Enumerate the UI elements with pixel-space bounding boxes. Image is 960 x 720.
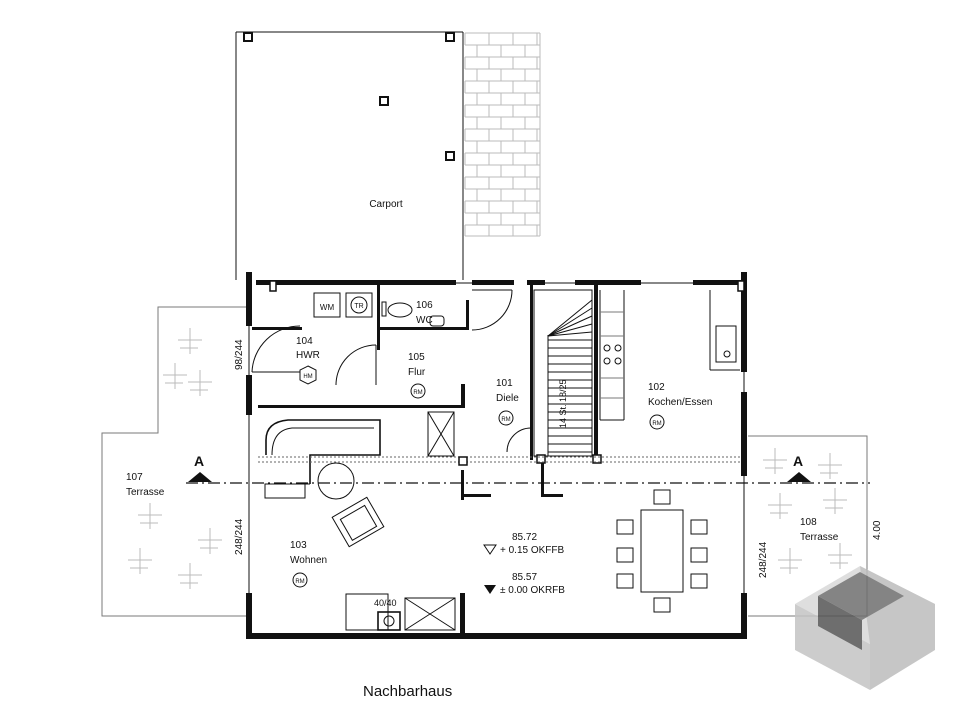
smoke-detector-icon — [649, 414, 665, 430]
dim-left-top: 98/244 — [234, 339, 245, 370]
level-okrfb-value: 85.57 — [512, 572, 537, 583]
smoke-detector-icon — [498, 410, 514, 426]
dining-table — [616, 489, 708, 613]
level-okrfb-label: ± 0.00 OKRFB — [500, 585, 565, 596]
carport-post — [445, 151, 455, 161]
dim-right-bottom: 248/244 — [758, 541, 769, 578]
section-line: A A — [186, 453, 870, 484]
interior-walls — [252, 283, 598, 500]
room-number-108: 108 — [800, 517, 817, 528]
room-number-101: 101 — [496, 378, 513, 389]
chimney-size: 40/40 — [374, 598, 397, 608]
tumble-dryer — [345, 292, 373, 318]
room-104: WM TR 104 HWR HM — [296, 292, 373, 385]
tumble-dryer-label: TR — [354, 303, 363, 310]
room-number-106: 106 — [416, 300, 433, 311]
watermark-logo — [795, 566, 935, 690]
room-number-107: 107 — [126, 472, 143, 483]
level-okffb-label: + 0.15 OKFFB — [500, 545, 565, 556]
svg-text:RM: RM — [501, 417, 510, 423]
room-name-108: Terrasse — [800, 532, 839, 543]
room-103: 103 Wohnen RM 40/40 — [264, 411, 456, 631]
svg-text:RM: RM — [652, 421, 661, 427]
room-name-103: Wohnen — [290, 555, 327, 566]
terrace-107: 107 Terrasse — [101, 306, 247, 617]
room-name-104: HWR — [296, 350, 320, 361]
room-106: 106 WC — [381, 300, 445, 327]
toilet-icon — [387, 302, 413, 318]
room-105: 105 Flur RM — [408, 352, 426, 399]
level-okffb-value: 85.72 — [512, 532, 537, 543]
smoke-detector-icon — [292, 572, 308, 588]
room-name-107: Terrasse — [126, 487, 165, 498]
room-101: 101 Diele RM — [496, 378, 519, 426]
cabinet — [427, 411, 455, 457]
room-number-102: 102 — [648, 382, 665, 393]
coffee-table — [317, 462, 355, 500]
room-name-105: Flur — [408, 367, 426, 378]
section-mark-left: A — [194, 453, 204, 469]
svg-text:RM: RM — [413, 390, 422, 396]
heater-symbol — [299, 365, 317, 385]
level-okffb: 85.72 + 0.15 OKFFB — [483, 532, 565, 556]
room-number-103: 103 — [290, 540, 307, 551]
room-name-102: Kochen/Essen — [648, 397, 713, 408]
svg-text:HM: HM — [303, 374, 312, 380]
room-name-106: WC — [416, 315, 433, 326]
room-number-105: 105 — [408, 352, 425, 363]
room-number-104: 104 — [296, 336, 313, 347]
kitchen-sink-icon — [715, 325, 737, 363]
washing-machine — [313, 292, 341, 318]
paving-strip — [464, 32, 541, 237]
carport-post — [243, 32, 253, 42]
carport-label: Carport — [369, 199, 403, 210]
cooktop-icon — [603, 344, 622, 365]
dim-left-bottom: 248/244 — [234, 518, 245, 555]
washing-machine-label: WM — [320, 303, 335, 312]
section-mark-right: A — [793, 453, 803, 469]
dim-terrace-depth: 4.00 — [872, 520, 883, 540]
sink-icon — [429, 315, 445, 327]
carport-post — [445, 32, 455, 42]
smoke-detector-icon — [410, 383, 426, 399]
room-name-101: Diele — [496, 393, 519, 404]
carport-post — [379, 96, 389, 106]
doors — [251, 289, 532, 453]
room-102: 102 Kochen/Essen RM — [599, 290, 740, 613]
armchair — [331, 496, 385, 548]
staircase: 14 St. 18/25 — [533, 289, 602, 464]
outer-walls — [246, 272, 747, 639]
level-okrfb: 85.57 ± 0.00 OKRFB — [484, 572, 565, 596]
svg-text:RM: RM — [295, 579, 304, 585]
carport: Carport — [235, 31, 464, 280]
caption-neighbour-house: Nachbarhaus — [363, 683, 452, 700]
chimney — [377, 611, 401, 631]
